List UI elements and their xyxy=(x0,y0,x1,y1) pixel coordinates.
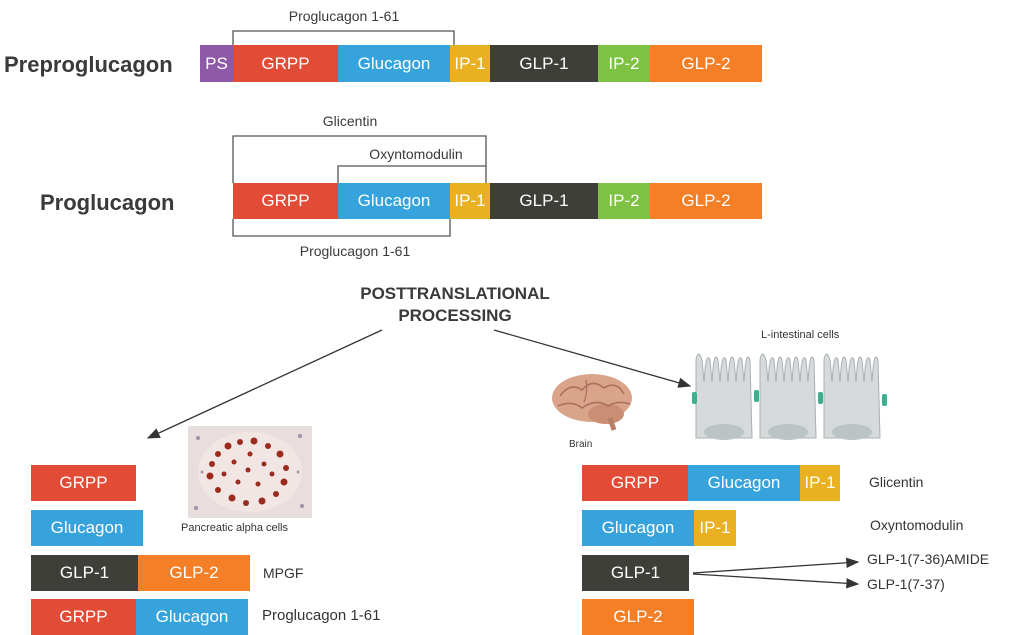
proglucagon-label: Proglucagon xyxy=(40,190,175,215)
glicentin-label: Glicentin xyxy=(322,113,378,129)
glp1-37-label: GLP-1(7-37) xyxy=(867,576,945,592)
glp1-segment: GLP-1 xyxy=(490,183,598,219)
glp1-segment: GLP-1 xyxy=(490,45,598,82)
grpp-segment: GRPP xyxy=(233,45,338,82)
mpgf-label: MPGF xyxy=(263,565,304,581)
l-intestinal-cells-label: L-intestinal cells xyxy=(761,329,840,341)
grpp-segment: GRPP xyxy=(233,183,338,219)
preproglucagon-label: Preproglucagon xyxy=(4,52,173,77)
posttranslational-processing-label: POSTTRANSLATIONAL PROCESSING xyxy=(300,283,610,327)
proglucagon-1-61-label-top: Proglucagon 1-61 xyxy=(288,8,400,24)
ip1-segment: IP-1 xyxy=(450,183,490,219)
processing-line-2: PROCESSING xyxy=(398,306,512,325)
brain-icon xyxy=(552,374,632,431)
glicentin-product-label: Glicentin xyxy=(869,474,924,490)
glucagon-segment: Glucagon xyxy=(338,183,450,219)
glucagon-segment: Glucagon xyxy=(338,45,450,82)
pancreatic-alpha-cells-label: Pancreatic alpha cells xyxy=(181,522,289,534)
glp2-segment: GLP-2 xyxy=(650,183,762,219)
ip2-segment: IP-2 xyxy=(598,183,650,219)
pancreatic-alpha-cells-image xyxy=(188,426,312,518)
proglucagon-1-61-label-bottom: Proglucagon 1-61 xyxy=(299,243,411,259)
proglucagon-1-61-product-label: Proglucagon 1-61 xyxy=(262,607,381,624)
pancreas-glucagon: Glucagon xyxy=(31,510,143,546)
mpgf-glp1: GLP-1 xyxy=(31,555,138,591)
ip1-segment: IP-1 xyxy=(450,45,490,82)
pg161-glucagon: Glucagon xyxy=(136,599,248,635)
glicentin-grpp: GRPP xyxy=(582,465,688,501)
pancreas-grpp: GRPP xyxy=(31,465,136,501)
glp2-segment: GLP-2 xyxy=(650,45,762,82)
l-intestinal-cells-image xyxy=(692,353,887,440)
intestine-glp2: GLP-2 xyxy=(582,599,694,635)
arrow-to-intestine xyxy=(493,329,692,388)
arrow-to-pancreas xyxy=(146,329,383,439)
glicentin-glucagon: Glucagon xyxy=(688,465,800,501)
intestine-glp1: GLP-1 xyxy=(582,555,689,591)
oxyntomodulin-product-label: Oxyntomodulin xyxy=(870,517,964,533)
arrow-to-glp1-37 xyxy=(692,573,860,589)
ip2-segment: IP-2 xyxy=(598,45,650,82)
glicentin-ip1: IP-1 xyxy=(800,465,840,501)
arrow-to-glp1-amide xyxy=(692,557,860,574)
oxyntomodulin-glucagon: Glucagon xyxy=(582,510,694,546)
oxyntomodulin-ip1: IP-1 xyxy=(694,510,736,546)
brain-label: Brain xyxy=(569,439,593,450)
ps-segment: PS xyxy=(200,45,233,82)
mpgf-glp2: GLP-2 xyxy=(138,555,250,591)
oxyntomodulin-label: Oxyntomodulin xyxy=(369,146,463,162)
processing-line-1: POSTTRANSLATIONAL xyxy=(360,284,550,303)
pg161-grpp: GRPP xyxy=(31,599,136,635)
glp1-amide-label: GLP-1(7-36)AMIDE xyxy=(867,551,990,567)
